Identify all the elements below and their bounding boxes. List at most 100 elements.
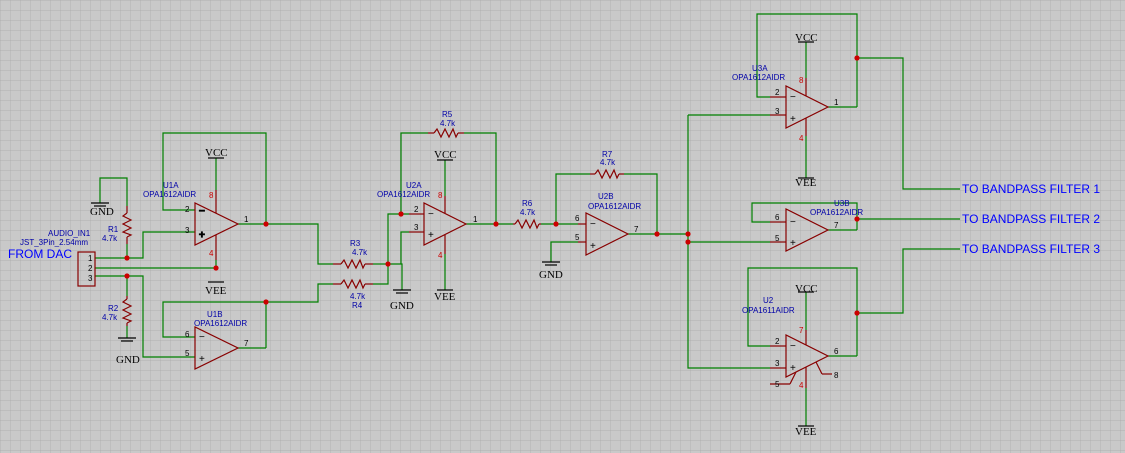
r6-value: 4.7k [520,208,536,217]
gnd-label: GND [390,300,414,312]
u1a-pin-1: 1 [244,215,249,224]
svg-text:−: − [790,217,796,228]
vcc-label: VCC [205,147,228,159]
svg-text:+: + [199,230,205,241]
u2b-pin-7: 7 [634,225,639,234]
junctions [124,55,860,316]
u1b-pin-5: 5 [185,349,190,358]
u2-pin-3: 3 [775,359,780,368]
u3b-ref: U3B [834,199,850,208]
r4-value: 4.7k [350,292,366,301]
connector-value: JST_3Pin_2.54mm [20,238,88,247]
connector-pin-2: 2 [88,264,93,273]
opamp-u3b: − + 6 5 7 U3B OPA1612AIDR [770,199,863,252]
vee-symbol-u2: VEE [795,425,817,438]
r5-ref: R5 [442,110,453,119]
vee-label: VEE [434,291,456,303]
u1a-pin-8: 8 [209,191,214,200]
u1b-part: OPA1612AIDR [194,319,247,328]
r1-value: 4.7k [102,234,118,243]
u3b-pin-7: 7 [834,221,839,230]
u2-pin-6: 6 [834,347,839,356]
vee-label: VEE [205,285,227,297]
u3a-pin-4: 4 [799,134,804,143]
gnd-symbol-3: GND [390,289,414,312]
u1a-ref: U1A [163,181,179,190]
connector-pin-1: 1 [88,254,93,263]
vee-symbol-u2a: VEE [434,289,456,303]
resistor-r1: R1 4.7k [102,206,132,244]
svg-text:+: + [790,363,796,374]
u1a-pin-3: 3 [185,226,190,235]
r5-value: 4.7k [440,119,456,128]
r7-value: 4.7k [600,158,616,167]
vcc-symbol-u2: VCC [795,283,818,295]
u2a-pin-2: 2 [414,205,419,214]
u2-pin-8: 8 [834,371,839,380]
vee-label: VEE [795,426,817,438]
u2b-part: OPA1612AIDR [588,202,641,211]
svg-text:+: + [199,354,205,365]
svg-text:−: − [428,209,434,220]
gnd-label: GND [539,269,563,281]
u2-ref: U2 [763,296,774,305]
u2-pin-2: 2 [775,337,780,346]
opamp-u2a: − + 2 3 1 8 4 U2A OPA1612AIDR [377,181,478,260]
svg-text:−: − [199,332,205,343]
vcc-symbol-u3a: VCC [795,32,818,44]
u2a-pin-3: 3 [414,223,419,232]
u3a-part: OPA1612AIDR [732,73,785,82]
vcc-symbol-u2a: VCC [434,149,457,161]
u1b-pin-6: 6 [185,330,190,339]
r3-value: 4.7k [352,248,368,257]
u2a-pin-4: 4 [438,251,443,260]
resistor-r7: R7 4.7k [590,150,624,179]
resistor-r6: R6 4.7k [513,199,541,229]
opamp-u1a: − + 2 3 1 8 4 U1A OPA1612AIDR [143,181,249,260]
gnd-symbol-1: GND [90,202,114,218]
opamp-u2b: − + 6 5 7 U2B OPA1612AIDR [575,192,641,256]
r6-ref: R6 [522,199,533,208]
gnd-label: GND [116,354,140,366]
net-label-bandpass-1: TO BANDPASS FILTER 1 [962,182,1100,196]
u3b-part: OPA1612AIDR [810,208,863,217]
audio-in-connector: 1 2 3 AUDIO_IN1 JST_3Pin_2.54mm FROM DAC [8,229,96,287]
resistor-r4: 4.7k R4 [333,279,373,310]
gnd-symbol-4: GND [539,261,563,281]
u1b-ref: U1B [207,310,223,319]
u3a-pin-2: 2 [775,88,780,97]
resistor-r2: R2 4.7k [102,296,132,326]
from-dac-label: FROM DAC [8,247,72,261]
connector-pin-3: 3 [88,274,93,283]
vee-symbol-u3a: VEE [795,177,817,189]
u3a-pin-3: 3 [775,107,780,116]
svg-text:−: − [790,341,796,352]
connector-ref: AUDIO_IN1 [48,229,91,238]
opamp-u2: − + 2 3 5 6 8 7 4 U2 OPA1611AIDR [742,296,839,390]
u2a-pin-8: 8 [438,191,443,200]
u3a-pin-1: 1 [834,98,839,107]
u1a-pin-4: 4 [209,249,214,258]
r4-ref: R4 [352,301,363,310]
opamp-u3a: − + 2 3 1 8 4 U3A OPA1612AIDR [732,64,839,143]
svg-text:+: + [428,230,434,241]
u2a-ref: U2A [406,181,422,190]
r2-value: 4.7k [102,313,118,322]
u2-pin-5: 5 [775,380,780,389]
net-label-bandpass-2: TO BANDPASS FILTER 2 [962,212,1100,226]
r3-ref: R3 [350,239,361,248]
u3b-pin-6: 6 [775,213,780,222]
vcc-symbol-u1: VCC [205,147,228,159]
vcc-label: VCC [795,32,818,44]
gnd-label: GND [90,206,114,218]
net-label-bandpass-3: TO BANDPASS FILTER 3 [962,242,1100,256]
u3a-pin-8: 8 [799,76,804,85]
u2-part: OPA1611AIDR [742,306,795,315]
u2-pin-7: 7 [799,326,804,335]
svg-text:+: + [790,238,796,249]
svg-text:+: + [590,241,596,252]
opamp-u1b: − + 6 5 7 U1B OPA1612AIDR [185,310,249,370]
svg-text:−: − [199,206,205,217]
resistor-r5: R5 4.7k [428,110,464,138]
